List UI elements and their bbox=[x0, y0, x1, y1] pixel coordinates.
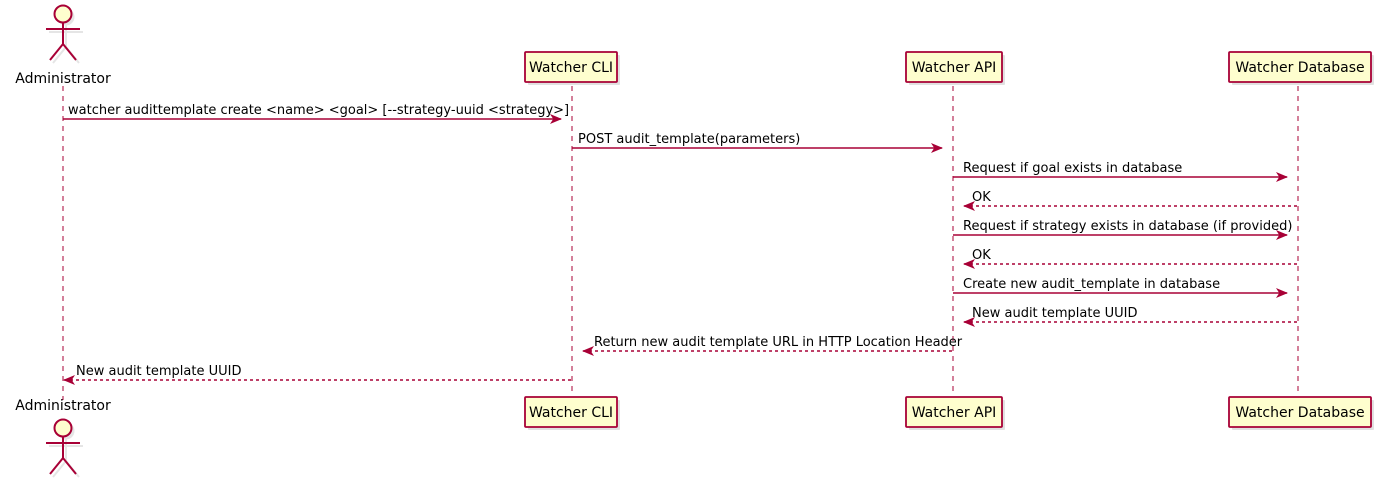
participant-box-rect bbox=[1228, 51, 1372, 83]
message-10[interactable]: New audit template UUID bbox=[63, 364, 572, 385]
message-label-6: OK bbox=[972, 248, 991, 263]
message-label-8: New audit template UUID bbox=[972, 306, 1137, 321]
participant-label-watcher-api-top: Watcher API bbox=[912, 60, 997, 76]
participant-label-watcher-cli-top: Watcher CLI bbox=[529, 60, 613, 76]
message-label-9: Return new audit template URL in HTTP Lo… bbox=[594, 335, 963, 350]
actor-head-icon bbox=[53, 418, 73, 438]
message-8[interactable]: New audit template UUID bbox=[963, 306, 1298, 327]
message-label-10: New audit template UUID bbox=[76, 364, 241, 379]
message-label-1: watcher audittemplate create <name> <goa… bbox=[68, 103, 569, 118]
participant-box-watcher-cli-bottom[interactable]: Watcher CLI bbox=[524, 396, 620, 430]
participant-box-rect bbox=[524, 51, 618, 83]
actor-administrator-top[interactable]: Administrator bbox=[15, 4, 111, 88]
message-3[interactable]: Request if goal exists in database bbox=[953, 161, 1288, 182]
message-label-5: Request if strategy exists in database (… bbox=[963, 219, 1292, 234]
participant-box-rect bbox=[905, 51, 1003, 83]
participant-box-watcher-database-bottom[interactable]: Watcher Database bbox=[1228, 396, 1374, 430]
participant-box-rect bbox=[905, 396, 1003, 428]
lifelines bbox=[62, 86, 1299, 400]
message-2[interactable]: POST audit_template(parameters) bbox=[572, 132, 943, 153]
message-6[interactable]: OK bbox=[963, 248, 1298, 269]
message-label-3: Request if goal exists in database bbox=[963, 161, 1182, 176]
message-4[interactable]: OK bbox=[963, 190, 1298, 211]
actor-head-icon bbox=[53, 4, 73, 24]
participant-box-rect bbox=[524, 396, 618, 428]
participant-label-watcher-database-bottom: Watcher Database bbox=[1235, 405, 1364, 421]
actor-leg-right bbox=[62, 43, 77, 61]
message-7[interactable]: Create new audit_template in database bbox=[953, 277, 1288, 298]
message-9[interactable]: Return new audit template URL in HTTP Lo… bbox=[582, 335, 963, 356]
participant-box-watcher-database-top[interactable]: Watcher Database bbox=[1228, 51, 1374, 85]
message-label-4: OK bbox=[972, 190, 991, 205]
message-1[interactable]: watcher audittemplate create <name> <goa… bbox=[63, 103, 569, 124]
participant-box-rect bbox=[1228, 396, 1372, 428]
actor-leg-left bbox=[49, 43, 64, 61]
participant-label-watcher-database-top: Watcher Database bbox=[1235, 60, 1364, 76]
actor-label-administrator-bottom: Administrator bbox=[15, 398, 111, 414]
participant-label-watcher-api-bottom: Watcher API bbox=[912, 405, 997, 421]
message-5[interactable]: Request if strategy exists in database (… bbox=[953, 219, 1292, 240]
participant-box-watcher-api-bottom[interactable]: Watcher API bbox=[905, 396, 1005, 430]
participant-box-watcher-cli-top[interactable]: Watcher CLI bbox=[524, 51, 620, 85]
actor-leg-left bbox=[49, 457, 64, 475]
message-label-2: POST audit_template(parameters) bbox=[578, 132, 800, 147]
message-label-7: Create new audit_template in database bbox=[963, 277, 1220, 292]
actor-leg-right bbox=[62, 457, 77, 475]
participant-label-watcher-cli-bottom: Watcher CLI bbox=[529, 405, 613, 421]
actor-administrator-bottom[interactable]: Administrator bbox=[15, 398, 111, 478]
actor-label-administrator-top: Administrator bbox=[15, 71, 111, 87]
participant-box-watcher-api-top[interactable]: Watcher API bbox=[905, 51, 1005, 85]
